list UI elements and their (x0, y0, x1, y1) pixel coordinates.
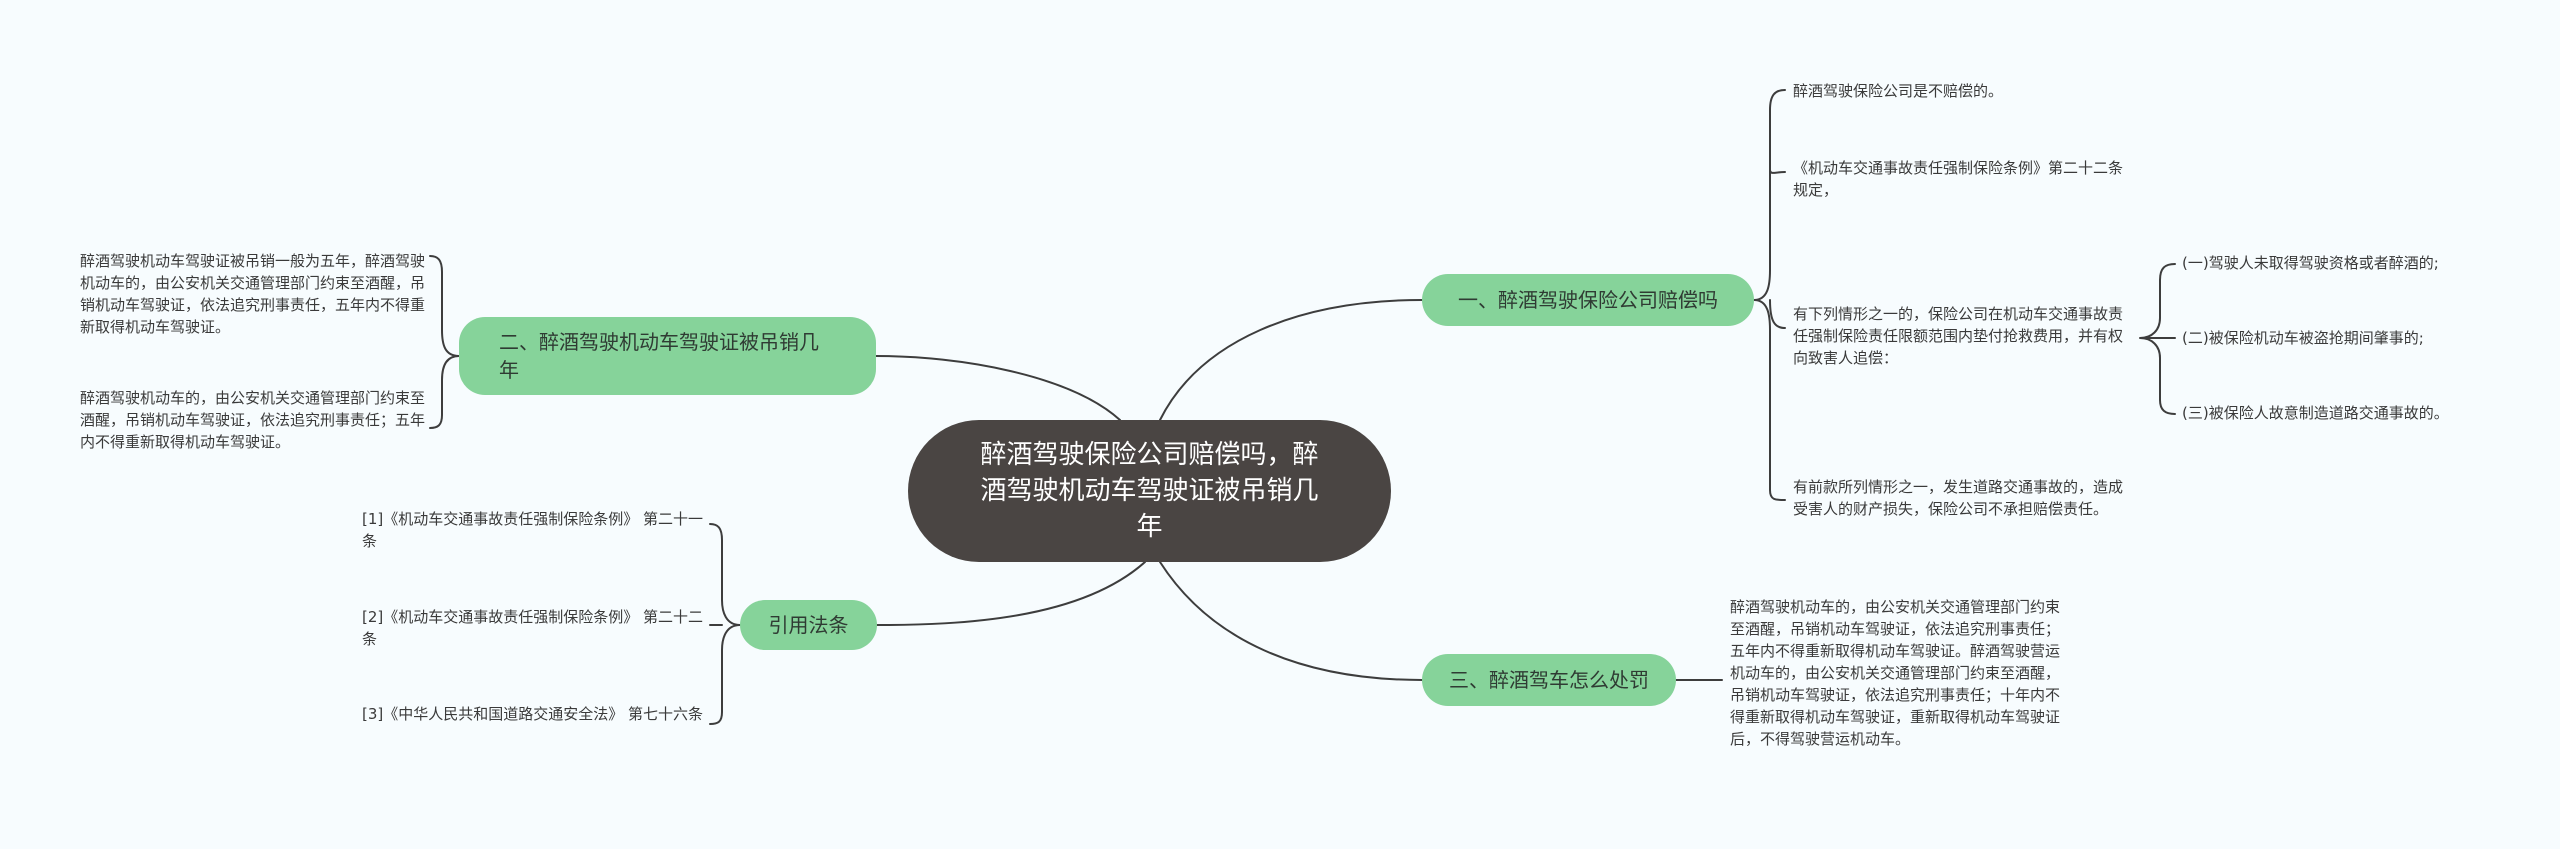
leaf-text: 《机动车交通事故责任强制保险条例》第二十二条规定， (1793, 159, 2124, 199)
leaf-text: 醉酒驾驶机动车驾驶证被吊销一般为五年，醉酒驾驶机动车的，由公安机关交通管理部门约… (80, 252, 426, 336)
leaf-text: 醉酒驾驶机动车的，由公安机关交通管理部门约束至酒醒，吊销机动车驾驶证，依法追究刑… (80, 389, 426, 451)
subleaf-text: (一)驾驶人未取得驾驶资格或者醉酒的; (2182, 254, 2439, 272)
subleaf-text: (三)被保险人故意制造道路交通事故的。 (2182, 404, 2449, 422)
bracket-b3 (709, 523, 741, 725)
branch-license-revocation[interactable]: 二、醉酒驾驶机动车驾驶证被吊销几年 (459, 317, 876, 395)
branch-drunk-driving-penalty[interactable]: 三、醉酒驾车怎么处罚 (1422, 654, 1676, 706)
root-topic-label: 醉酒驾驶保险公司赔偿吗，醉酒驾驶机动车驾驶证被吊销几年 (980, 440, 1319, 542)
bracket-b1 (1753, 89, 1786, 501)
branch-label: 三、醉酒驾车怎么处罚 (1449, 668, 1649, 692)
branch-label: 引用法条 (768, 613, 849, 637)
bracket-b1-sub (2139, 263, 2176, 415)
law-citation: [3]《中华人民共和国道路交通安全法》 第七十六条 (362, 705, 704, 723)
link-root-b4 (1159, 561, 1423, 681)
branch-cited-laws[interactable]: 引用法条 (740, 600, 877, 650)
branch-label: 一、醉酒驾驶保险公司赔偿吗 (1458, 288, 1718, 312)
link-root-b1 (1159, 299, 1423, 421)
leaf-text: 醉酒驾驶保险公司是不赔偿的。 (1793, 82, 2004, 100)
law-citation: [2]《机动车交通事故责任强制保险条例》 第二十二条 (362, 608, 704, 648)
root-topic[interactable]: 醉酒驾驶保险公司赔偿吗，醉酒驾驶机动车驾驶证被吊销几年 (908, 420, 1391, 562)
leaf-text: 有前款所列情形之一，发生道路交通事故的，造成受害人的财产损失，保险公司不承担赔偿… (1793, 478, 2124, 518)
link-root-b3 (876, 561, 1146, 626)
bracket-b2 (429, 255, 460, 429)
leaf-text: 醉酒驾驶机动车的，由公安机关交通管理部门约束至酒醒，吊销机动车驾驶证，依法追究刑… (1730, 598, 2061, 748)
branch-insurance-compensation[interactable]: 一、醉酒驾驶保险公司赔偿吗 (1422, 274, 1754, 326)
branch-label: 二、醉酒驾驶机动车驾驶证被吊销几年 (499, 330, 819, 382)
link-root-b2 (875, 355, 1121, 421)
leaf-text: 有下列情形之一的，保险公司在机动车交通事故责任强制保险责任限额范围内垫付抢救费用… (1793, 305, 2124, 367)
subleaf-text: (二)被保险机动车被盗抢期间肇事的; (2182, 329, 2424, 347)
law-citation: [1]《机动车交通事故责任强制保险条例》 第二十一条 (362, 510, 704, 550)
